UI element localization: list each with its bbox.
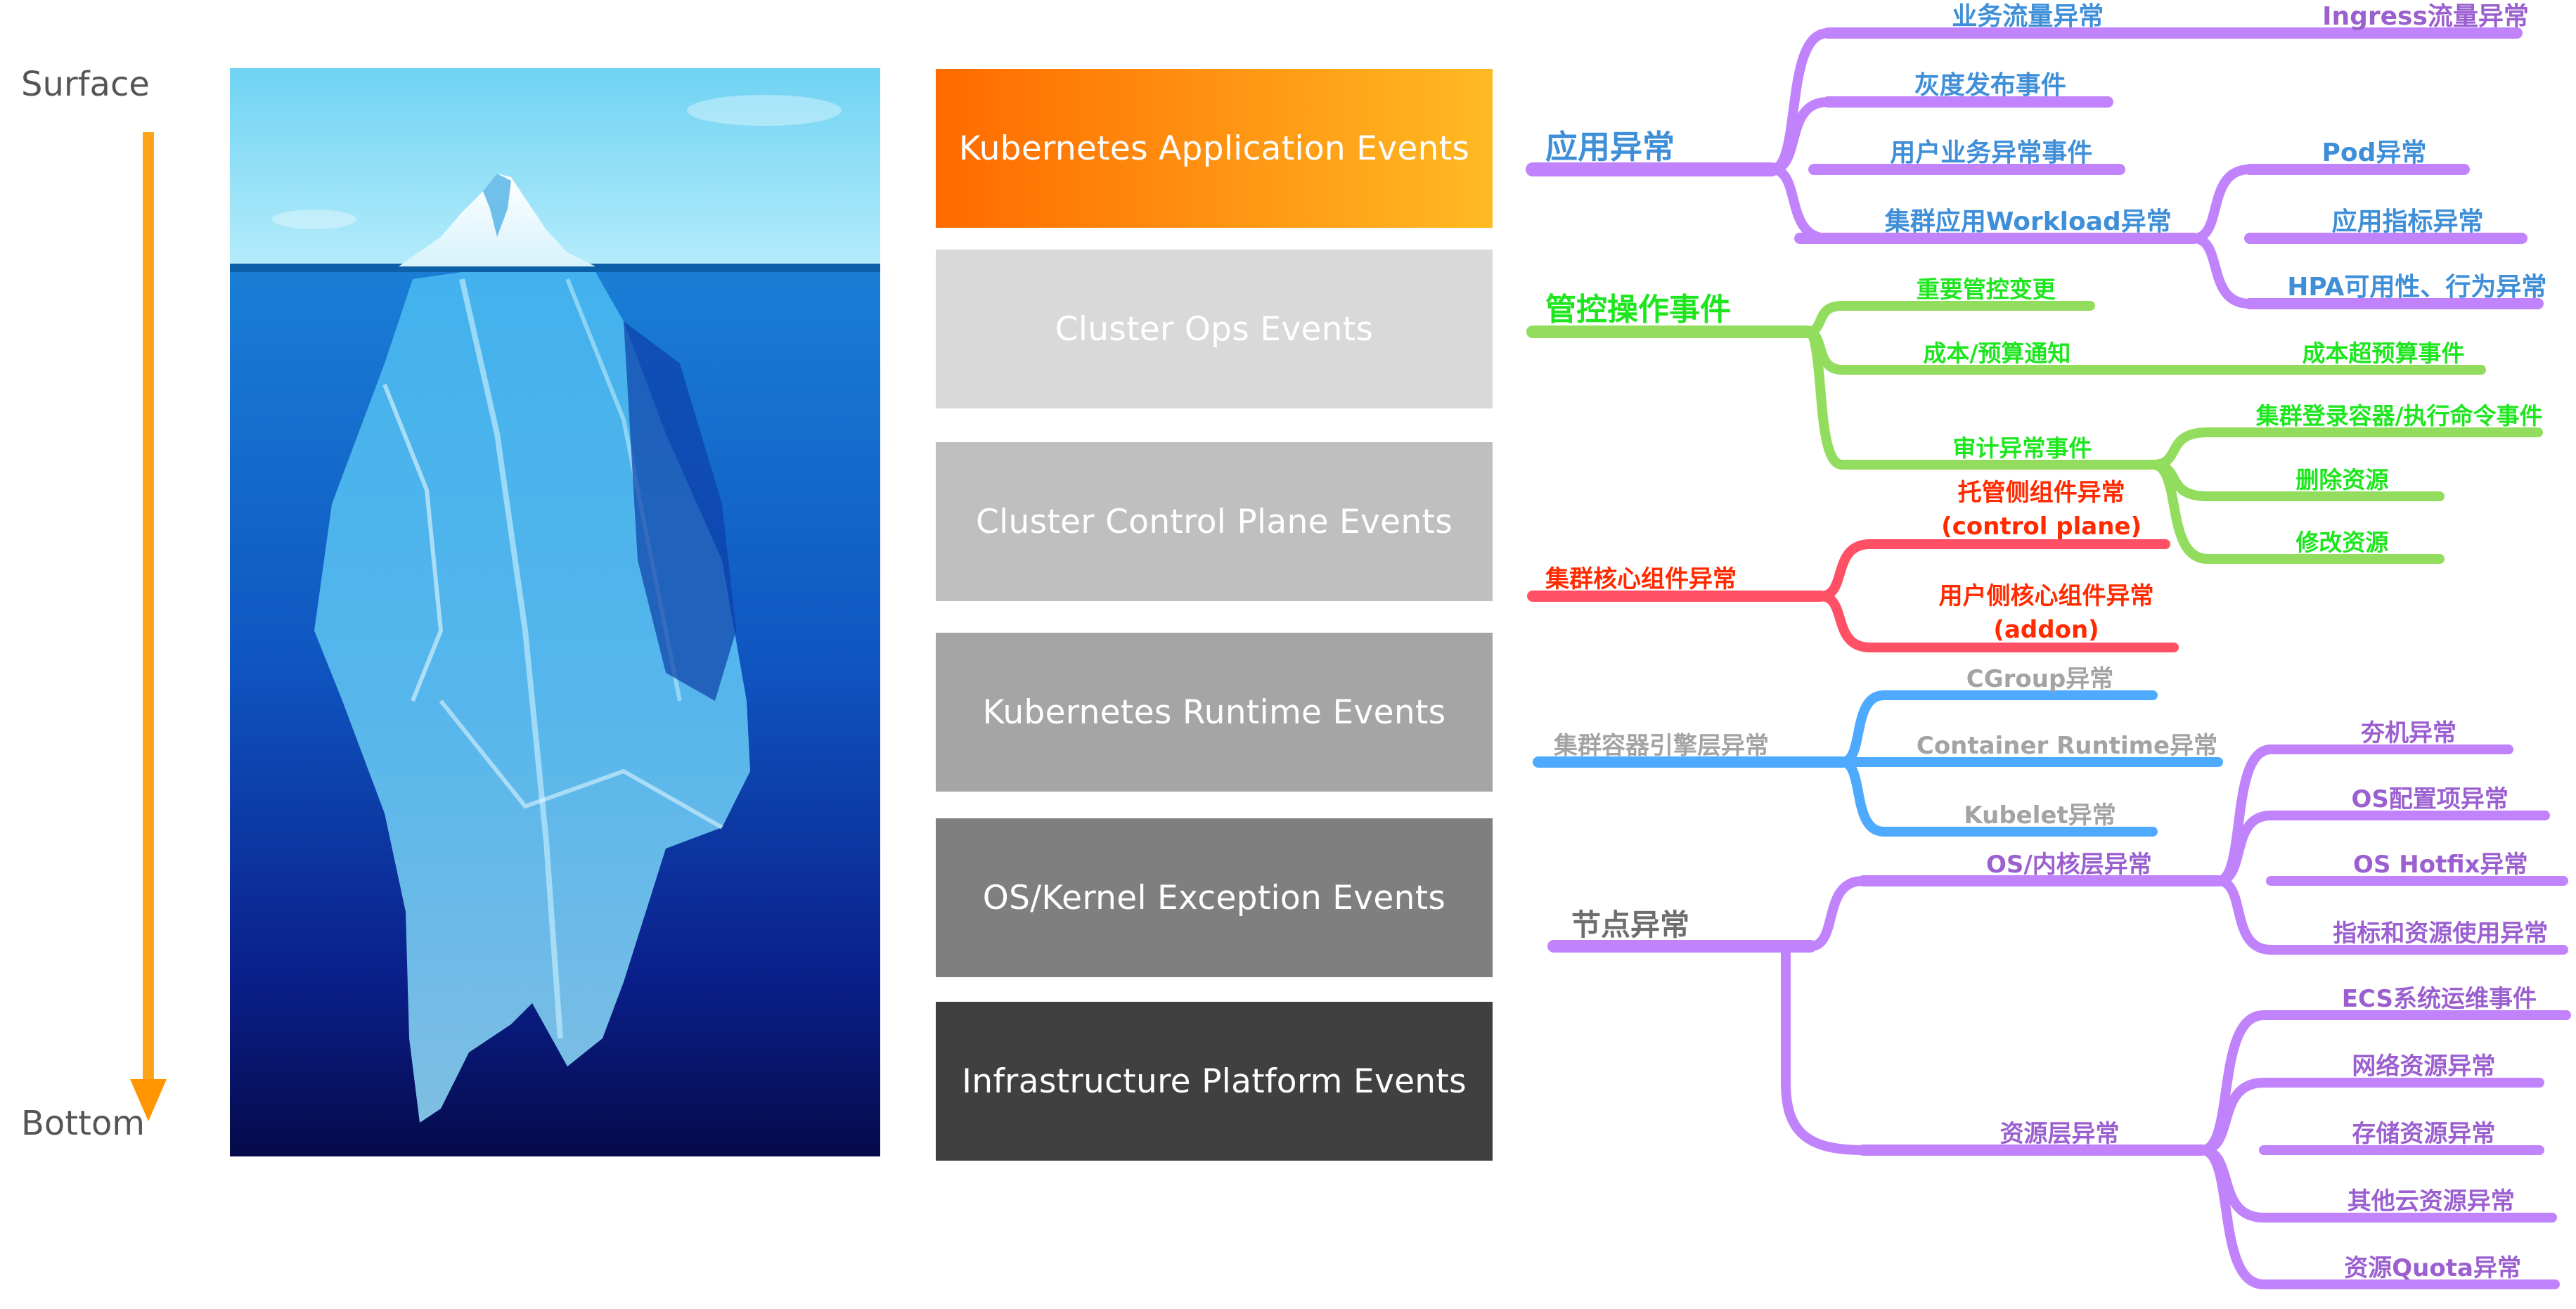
- layer-os-kernel-events: OS/Kernel Exception Events: [936, 818, 1493, 977]
- resource-child-4-label: 资源Quota异常: [2344, 1254, 2521, 1282]
- resource-child-2-label: 存储资源异常: [2352, 1120, 2495, 1148]
- workload-branch-2: [2189, 233, 2255, 309]
- core-branch-0: [1816, 539, 1875, 601]
- root-ops-label: 管控操作事件: [1545, 292, 1731, 328]
- os-child-0-label: 夯机异常: [2360, 719, 2456, 747]
- layer-label: Kubernetes Runtime Events: [982, 692, 1446, 732]
- runtime-branch-1: [1837, 757, 1889, 837]
- ops-budget-label: 成本/预算通知: [1923, 340, 2071, 367]
- os-child-2-label: OS Hotfix异常: [2353, 851, 2527, 879]
- app-canary-label: 灰度发布事件: [1914, 71, 2066, 100]
- core-addon-sublabel: (addon): [1993, 616, 2099, 644]
- resource-child-3-label: 其他云资源异常: [2348, 1187, 2515, 1216]
- root-node-label: 节点异常: [1571, 908, 1689, 942]
- core-control-plane-label: 托管侧组件异常: [1958, 479, 2125, 507]
- runtime-branch-0: [1837, 690, 1889, 767]
- os-branch-3: [2213, 876, 2276, 955]
- resource-branch-1: [2197, 1078, 2269, 1155]
- os-child-1-label: OS配置项异常: [2352, 785, 2509, 813]
- node-branch-resource: [1781, 946, 1864, 1155]
- ingress-traffic-label: Ingress流量异常: [2322, 2, 2529, 31]
- pod-anomaly-label: Pod异常: [2321, 138, 2426, 167]
- layer-infrastructure-events: Infrastructure Platform Events: [936, 1002, 1493, 1161]
- layer-control-plane-events: Cluster Control Plane Events: [936, 442, 1493, 601]
- root-app-label: 应用异常: [1545, 128, 1675, 166]
- audit-branch-0: [2148, 427, 2213, 470]
- root-runtime-label: 集群容器引擎层异常: [1553, 732, 1769, 760]
- runtime-kubelet-label: Kubelet异常: [1964, 801, 2115, 830]
- depth-arrow-shaft: [143, 132, 154, 1083]
- layer-cluster-ops-events: Cluster Ops Events: [936, 250, 1493, 408]
- resource-branch-4: [2197, 1145, 2269, 1289]
- layer-label: Kubernetes Application Events: [958, 129, 1470, 168]
- ops-audit-label: 审计异常事件: [1952, 434, 2092, 462]
- app-workload-label: 集群应用Workload异常: [1884, 207, 2172, 236]
- app-metric-anomaly-label: 应用指标异常: [2331, 207, 2483, 236]
- audit-exec-label: 集群登录容器/执行命令事件: [2255, 402, 2543, 430]
- node-os-kernel-label: OS/内核层异常: [1986, 851, 2152, 879]
- layer-label: OS/Kernel Exception Events: [982, 878, 1446, 917]
- os-child-3-label: 指标和资源使用异常: [2333, 920, 2548, 948]
- hpa-anomaly-label: HPA可用性、行为异常: [2287, 273, 2546, 302]
- resource-child-0-label: ECS系统运维事件: [2342, 985, 2537, 1013]
- core-control-plane-sublabel: (control plane): [1941, 512, 2142, 541]
- layer-label: Infrastructure Platform Events: [962, 1062, 1467, 1101]
- workload-branch-0: [2189, 165, 2255, 243]
- audit-branch-2: [2148, 460, 2213, 564]
- arrow-down-icon: [130, 1079, 167, 1121]
- app-user-business-label: 用户业务异常事件: [1890, 138, 2092, 167]
- layer-runtime-events: Kubernetes Runtime Events: [936, 633, 1493, 792]
- runtime-cgroup-label: CGroup异常: [1966, 665, 2114, 693]
- audit-delete-label: 删除资源: [2295, 466, 2388, 494]
- root-core-label: 集群核心组件异常: [1545, 565, 1737, 593]
- app-traffic-label: 业务流量异常: [1952, 2, 2104, 31]
- layer-application-events: Kubernetes Application Events: [936, 69, 1493, 228]
- layer-label: Cluster Control Plane Events: [976, 502, 1453, 541]
- surface-label: Surface: [21, 65, 150, 104]
- app-branch-3: [1767, 165, 1833, 243]
- iceberg-illustration: [230, 68, 880, 1156]
- audit-modify-label: 修改资源: [2295, 529, 2388, 556]
- core-addon-label: 用户侧核心组件异常: [1939, 582, 2154, 610]
- iceberg-image: [230, 68, 880, 1156]
- bottom-label: Bottom: [21, 1104, 146, 1143]
- resource-child-1-label: 网络资源异常: [2352, 1052, 2495, 1081]
- ops-branch-2: [1802, 327, 1847, 470]
- budget-over-label: 成本超预算事件: [2303, 340, 2465, 367]
- runtime-container-label: Container Runtime异常: [1917, 732, 2217, 760]
- node-branch-os: [1805, 876, 1868, 951]
- core-branch-1: [1816, 591, 1875, 652]
- ops-key-change-label: 重要管控变更: [1917, 276, 2056, 303]
- node-resource-label: 资源层异常: [2000, 1120, 2120, 1148]
- layer-label: Cluster Ops Events: [1055, 309, 1374, 349]
